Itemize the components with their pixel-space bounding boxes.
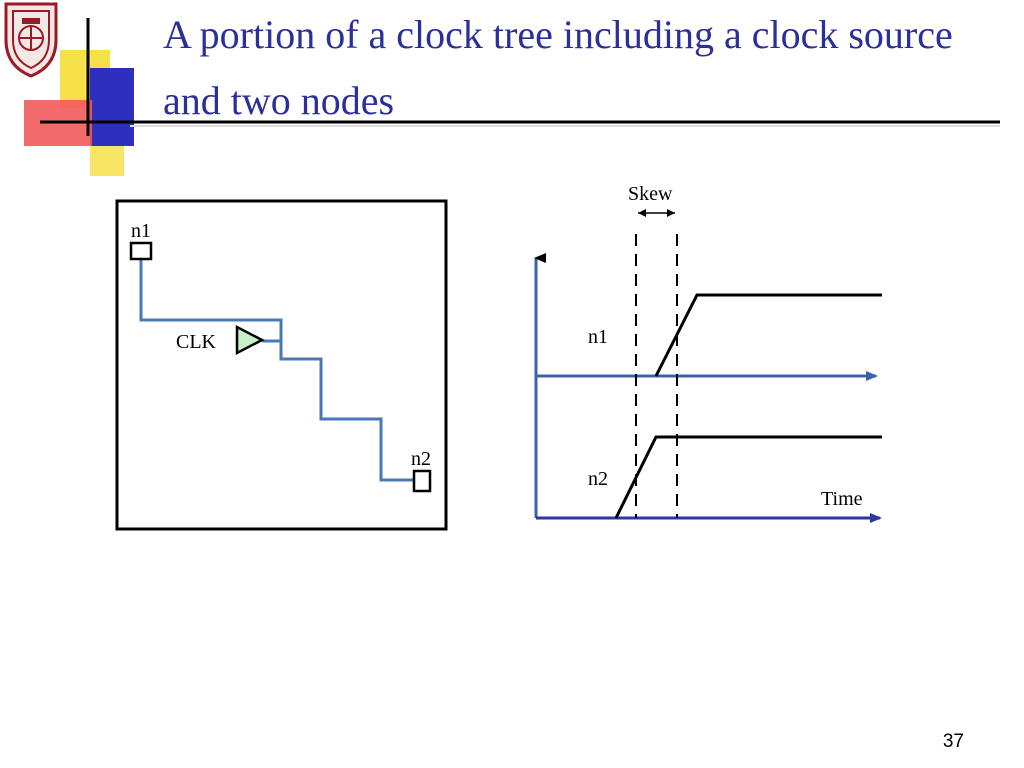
n1-waveform [654,293,882,377]
decor-blue-block [90,68,134,146]
node-n1-label: n1 [131,220,151,242]
skew-label: Skew [628,183,673,205]
node-n2-label: n2 [411,448,431,470]
n2-waveform [614,435,882,519]
node-n2-box [412,469,432,493]
chip-boundary [115,199,448,531]
n1-waveform-label: n1 [588,326,608,348]
clock-wire-to-n2 [279,320,414,482]
university-crest-icon [4,2,58,78]
node-n1-box [129,241,153,261]
slide-title: A portion of a clock tree including a cl… [163,12,953,123]
time-label: Time [821,488,863,510]
clk-buffer-icon [235,324,265,356]
page-number: 37 [942,731,964,752]
n2-waveform-label: n2 [588,468,608,490]
clk-label: CLK [176,331,217,353]
